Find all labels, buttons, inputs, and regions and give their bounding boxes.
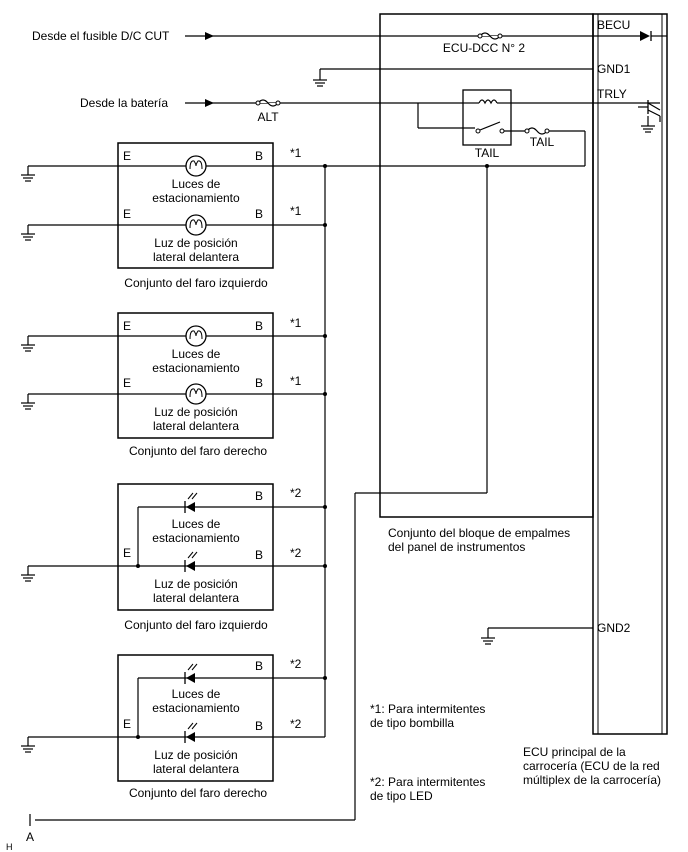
diode-becu-icon <box>640 31 650 41</box>
lamp-side-line1: Luz de posición <box>154 236 237 250</box>
corner-mark: H <box>6 842 13 852</box>
lamp-parking-line1: Luces de <box>172 687 221 701</box>
bulb-icon <box>185 325 207 347</box>
terminal-b: B <box>255 719 263 733</box>
terminal-b: B <box>255 659 263 673</box>
terminal-b: B <box>255 376 263 390</box>
note-2-line2: de tipo LED <box>370 789 433 803</box>
tail-relay-box <box>462 89 512 146</box>
fuse-ecu-dcc-label: ECU-DCC N° 2 <box>443 41 525 55</box>
bulb-icon <box>185 214 207 236</box>
lamp-side-line2: lateral delantera <box>153 762 239 776</box>
ground-icon <box>20 174 36 182</box>
relay-switch-icon <box>475 128 481 134</box>
led-icon <box>184 663 198 685</box>
ground-icon <box>312 79 328 87</box>
terminal-e: E <box>123 149 131 163</box>
relay-coil-icon <box>478 99 498 105</box>
note-1-line1: *1: Para intermitentes <box>370 702 485 716</box>
input-battery-label: Desde la batería <box>80 96 168 110</box>
ground-icon <box>480 637 496 645</box>
lamp-side-line2: lateral delantera <box>153 250 239 264</box>
assembly-right-label: Conjunto del faro derecho <box>129 444 267 458</box>
junction-label-line1: Conjunto del bloque de empalmes <box>388 526 570 540</box>
assembly-left-bulb-box <box>117 142 274 269</box>
marker-bulb: *1 <box>290 204 302 218</box>
input-dccut-label: Desde el fusible D/C CUT <box>32 29 170 43</box>
terminal-gnd2: GND2 <box>597 621 631 635</box>
fuse-alt-icon <box>257 99 279 107</box>
lamp-side-line2: lateral delantera <box>153 419 239 433</box>
fuse-alt-label: ALT <box>257 110 279 124</box>
led-icon <box>184 492 198 514</box>
assembly-right-bulb-box <box>117 312 274 439</box>
ground-icon <box>20 233 36 241</box>
lamp-parking-line1: Luces de <box>172 177 221 191</box>
ground-icon <box>20 574 36 582</box>
fuse-ecu-dcc-icon <box>479 32 501 40</box>
assembly-right-label: Conjunto del faro derecho <box>129 786 267 800</box>
terminal-b: B <box>255 548 263 562</box>
marker-bulb: *1 <box>290 374 302 388</box>
note-1-line2: de tipo bombilla <box>370 716 454 730</box>
main-ecu-line1: ECU principal de la <box>523 745 626 759</box>
marker-led: *2 <box>290 486 302 500</box>
ground-icon <box>20 402 36 410</box>
ground-icon <box>20 745 36 753</box>
tail-relay-label: TAIL <box>475 146 500 160</box>
lamp-side-line1: Luz de posición <box>154 577 237 591</box>
lamp-parking-line1: Luces de <box>172 347 221 361</box>
junction-label-line2: del panel de instrumentos <box>388 540 525 554</box>
lamp-parking-line2: estacionamiento <box>152 361 240 375</box>
lamp-side-line2: lateral delantera <box>153 591 239 605</box>
main-ecu-line2: carrocería (ECU de la red <box>523 759 660 773</box>
marker-bulb: *1 <box>290 316 302 330</box>
bulb-icon <box>185 383 207 405</box>
lamp-parking-line2: estacionamiento <box>152 191 240 205</box>
terminal-trly: TRLY <box>597 87 627 101</box>
terminal-e: E <box>123 207 131 221</box>
lamp-side-line1: Luz de posición <box>154 405 237 419</box>
terminal-b: B <box>255 489 263 503</box>
marker-led: *2 <box>290 546 302 560</box>
terminal-b: B <box>255 207 263 221</box>
main-ecu-frame <box>592 13 668 735</box>
arrow-dccut <box>205 32 214 40</box>
note-2-line1: *2: Para intermitentes <box>370 775 485 789</box>
terminal-b: B <box>255 149 263 163</box>
connector-a: A <box>26 830 34 844</box>
terminal-gnd1: GND1 <box>597 62 631 76</box>
fuse-tail-icon <box>526 127 548 135</box>
fuse-tail-label: TAIL <box>530 135 555 149</box>
assembly-left-label: Conjunto del faro izquierdo <box>124 618 268 632</box>
arrow-battery <box>205 99 214 107</box>
marker-led: *2 <box>290 657 302 671</box>
lamp-side-line1: Luz de posición <box>154 748 237 762</box>
main-ecu-line3: múltiplex de la carrocería) <box>523 773 661 787</box>
lamp-parking-line1: Luces de <box>172 517 221 531</box>
lamp-parking-line2: estacionamiento <box>152 531 240 545</box>
ground-icon <box>20 344 36 352</box>
assembly-left-led-box <box>117 483 274 611</box>
terminal-becu: BECU <box>597 18 630 32</box>
terminal-b: B <box>255 319 263 333</box>
marker-bulb: *1 <box>290 146 302 160</box>
terminal-e: E <box>123 717 131 731</box>
assembly-right-led-box <box>117 654 274 782</box>
terminal-e: E <box>123 376 131 390</box>
led-icon <box>184 551 198 573</box>
lamp-parking-line2: estacionamiento <box>152 701 240 715</box>
assembly-left-label: Conjunto del faro izquierdo <box>124 276 268 290</box>
terminal-e: E <box>123 319 131 333</box>
terminal-e: E <box>123 546 131 560</box>
marker-led: *2 <box>290 717 302 731</box>
led-icon <box>184 722 198 744</box>
bulb-icon <box>185 155 207 177</box>
